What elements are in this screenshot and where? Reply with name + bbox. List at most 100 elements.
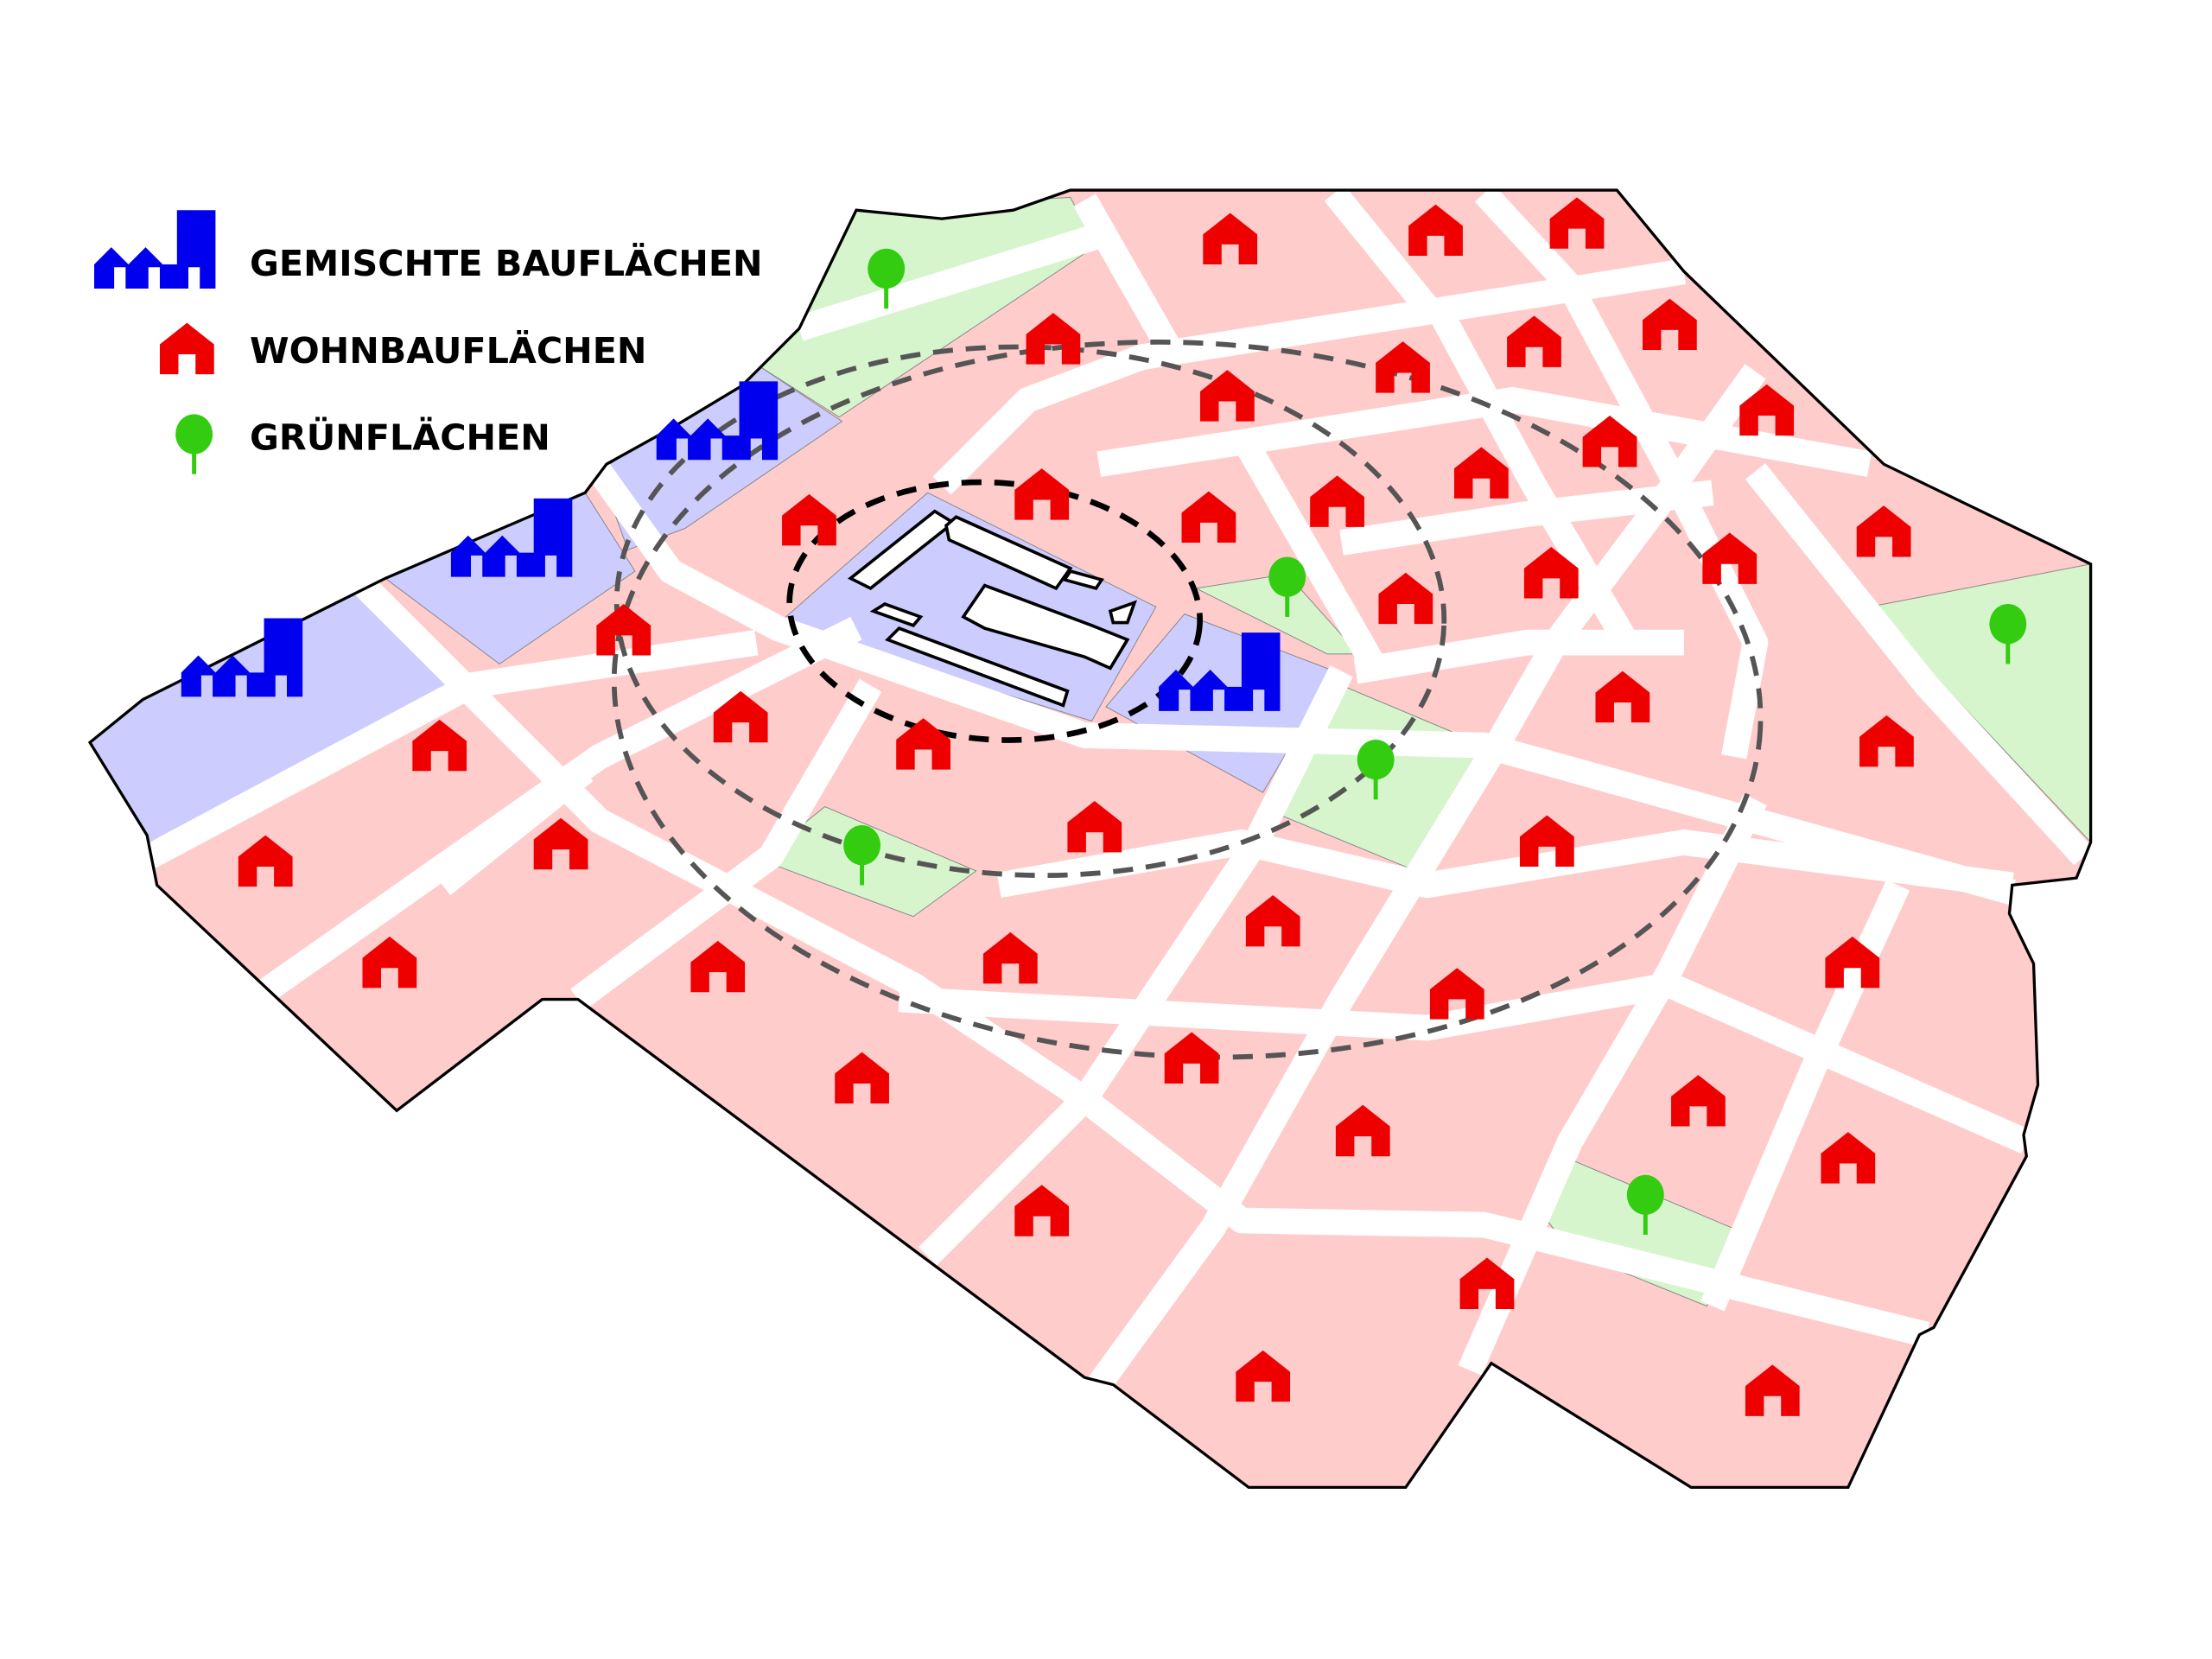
legend-label-mixed: GEMISCHTE BAUFLÄCHEN (250, 243, 763, 284)
tree-icon (175, 414, 213, 474)
house-icon (238, 835, 293, 887)
factory-icon (450, 498, 573, 577)
road-network (143, 190, 2091, 1393)
road (434, 760, 594, 896)
house-icon (1459, 1257, 1515, 1309)
house-icon (1203, 213, 1258, 264)
road (1353, 629, 1684, 684)
house-icon (362, 936, 417, 988)
road (1745, 463, 2091, 866)
factory-icon (656, 381, 779, 461)
road (1430, 308, 1638, 650)
house-icon (1429, 968, 1484, 1020)
legend: GEMISCHTE BAUFLÄCHEN WOHNBAUFLÄCHEN GRÜN… (94, 210, 763, 474)
house-icon (1067, 800, 1122, 853)
road (143, 629, 759, 868)
house-icon (690, 940, 746, 993)
road (1339, 480, 1714, 556)
factory-icon (181, 618, 303, 697)
green-icons (843, 248, 2027, 1236)
road (588, 463, 2016, 905)
mixed-use-icons (181, 381, 1281, 711)
house-icon (596, 604, 652, 656)
inner-distance-ring (786, 479, 1203, 743)
legend-factory-icon (94, 210, 216, 289)
house-icon (533, 817, 588, 870)
house-icon (1507, 315, 1561, 367)
road (1700, 880, 1910, 1312)
house-icon (1014, 1185, 1070, 1236)
legend-tree-icon (175, 414, 213, 474)
house-icon (1702, 532, 1758, 584)
road (1474, 190, 1580, 295)
road (898, 972, 2032, 1154)
building (944, 515, 1073, 591)
house-icon (1582, 416, 1637, 467)
house-icon (982, 931, 1038, 984)
road (1096, 387, 1872, 477)
road (918, 665, 1353, 1266)
tree-icon (1989, 604, 2027, 664)
road (996, 830, 2014, 899)
house-icon (1745, 1364, 1800, 1416)
house-icon (1739, 384, 1795, 436)
house-icon (1014, 468, 1070, 520)
house-icon (896, 718, 950, 770)
house-icon (1376, 341, 1430, 393)
road (932, 258, 1687, 495)
building (869, 602, 924, 627)
house-icon (159, 322, 214, 375)
building (885, 626, 1070, 708)
house-icon (1335, 1104, 1390, 1157)
mixed-use-zones (90, 363, 1335, 843)
legend-house-icon (159, 322, 214, 375)
house-icon (1236, 1350, 1291, 1402)
house-icon (782, 493, 836, 546)
road (1230, 429, 1389, 678)
house-icon (412, 719, 467, 772)
house-icon (1408, 204, 1463, 257)
road (1324, 190, 1438, 315)
house-icon (1245, 894, 1300, 947)
house-icon (1453, 447, 1509, 499)
house-icon (713, 690, 768, 743)
house-icon (1310, 475, 1364, 527)
factory-icon (94, 210, 216, 289)
house-icon (1164, 1032, 1219, 1084)
house-icon (1595, 671, 1650, 723)
house-icon (1200, 370, 1255, 422)
tree-icon (1357, 739, 1395, 800)
house-icon (1026, 313, 1081, 365)
road (1073, 194, 1182, 357)
house-icon (1825, 936, 1880, 988)
road (570, 678, 882, 1010)
legend-label-green: GRÜNFLÄCHEN (250, 417, 550, 459)
house-icon (1671, 1075, 1726, 1127)
legend-label-residential: WOHNBAUFLÄCHEN (250, 330, 646, 372)
house-icon (1643, 298, 1697, 351)
house-icon (1859, 715, 1914, 767)
tree-icon (1626, 1174, 1664, 1236)
tree-icon (843, 825, 881, 886)
central-buildings (848, 509, 1138, 708)
building (961, 583, 1130, 671)
house-icon (1549, 197, 1605, 249)
road (257, 616, 862, 1003)
road (795, 223, 1103, 341)
house-icon (1856, 505, 1911, 557)
house-icon (1519, 815, 1574, 867)
building (1108, 600, 1138, 625)
house-icon (835, 1052, 889, 1104)
road (1458, 793, 1767, 1376)
house-icon (1378, 572, 1433, 625)
house-icon (1181, 491, 1236, 543)
residential-icons (238, 197, 1914, 1416)
green-zone (1868, 563, 2091, 844)
building (1062, 569, 1104, 590)
factory-icon (1159, 632, 1281, 711)
tree-icon (1268, 556, 1306, 617)
house-icon (1523, 546, 1579, 599)
tree-icon (868, 248, 906, 309)
